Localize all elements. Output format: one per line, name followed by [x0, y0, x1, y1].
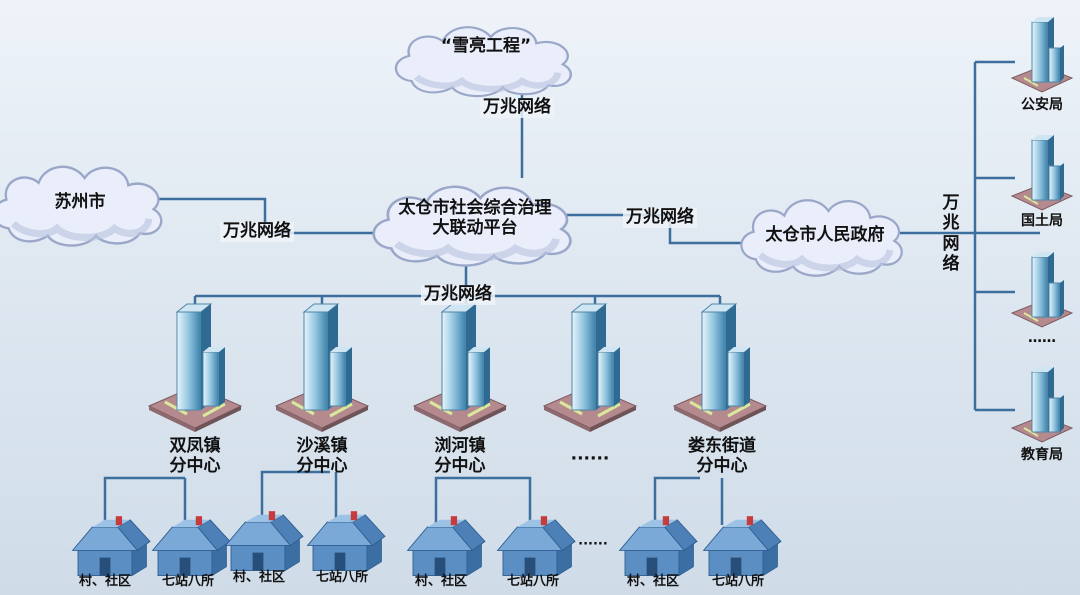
network-label-vertical: 万 兆 网 络 [942, 193, 960, 275]
network-label-right: 万兆网络 [623, 207, 697, 228]
town-label-shuangfeng: 双凤镇分中心 [169, 436, 221, 476]
house-label-more: ······ [578, 537, 608, 552]
town-building-loudong [672, 302, 768, 434]
network-label-towns: 万兆网络 [421, 284, 495, 305]
center-platform-line1: 太仓市社会综合治理 [398, 198, 552, 218]
dept-building-education [1011, 366, 1073, 443]
house-label-village: 村、社区 [78, 574, 131, 589]
house-2 [152, 515, 231, 577]
dept-building-police [1011, 16, 1073, 93]
center-platform-line2: 大联动平台 [432, 217, 518, 238]
dept-building-more [1011, 251, 1073, 328]
town-building-liuhe [412, 302, 508, 434]
house-label-station: 七站八所 [161, 574, 214, 589]
dept-label-education: 教育局 [1021, 447, 1063, 463]
town-label-loudong: 娄东街道分中心 [688, 436, 756, 476]
town-building-shaxi [274, 302, 370, 434]
top-cloud-label: “雪亮工程” [440, 36, 532, 56]
house-label-village: 村、社区 [232, 570, 285, 585]
network-label-left: 万兆网络 [220, 221, 294, 242]
house-label-village: 村、社区 [626, 574, 679, 589]
dept-label-police: 公安局 [1021, 97, 1063, 113]
town-label-shaxi: 沙溪镇分中心 [296, 436, 348, 476]
dept-label-more: …… [1028, 330, 1056, 346]
dept-label-land: 国土局 [1021, 213, 1063, 229]
government-label: 太仓市人民政府 [765, 225, 885, 245]
town-label-liuhe: 浏河镇分中心 [434, 436, 486, 476]
house-label-station: 七站八所 [506, 574, 559, 589]
dept-building-land [1011, 134, 1073, 211]
network-label-top: 万兆网络 [480, 97, 554, 118]
town-building-shuangfeng [147, 302, 243, 434]
suzhou-label: 苏州市 [54, 192, 106, 212]
house-7 [619, 515, 698, 577]
house-3 [225, 510, 304, 572]
house-8 [703, 515, 782, 577]
house-label-station: 七站八所 [711, 574, 764, 589]
house-label-village: 村、社区 [414, 574, 467, 589]
house-1 [72, 515, 151, 577]
center-platform-label: 太仓市社会综合治理 大联动平台 [380, 198, 570, 238]
town-label-more: ······ [570, 449, 610, 469]
house-label-station: 七站八所 [315, 570, 368, 585]
town-building-more [542, 302, 638, 434]
house-4 [307, 510, 386, 572]
house-5 [407, 515, 486, 577]
